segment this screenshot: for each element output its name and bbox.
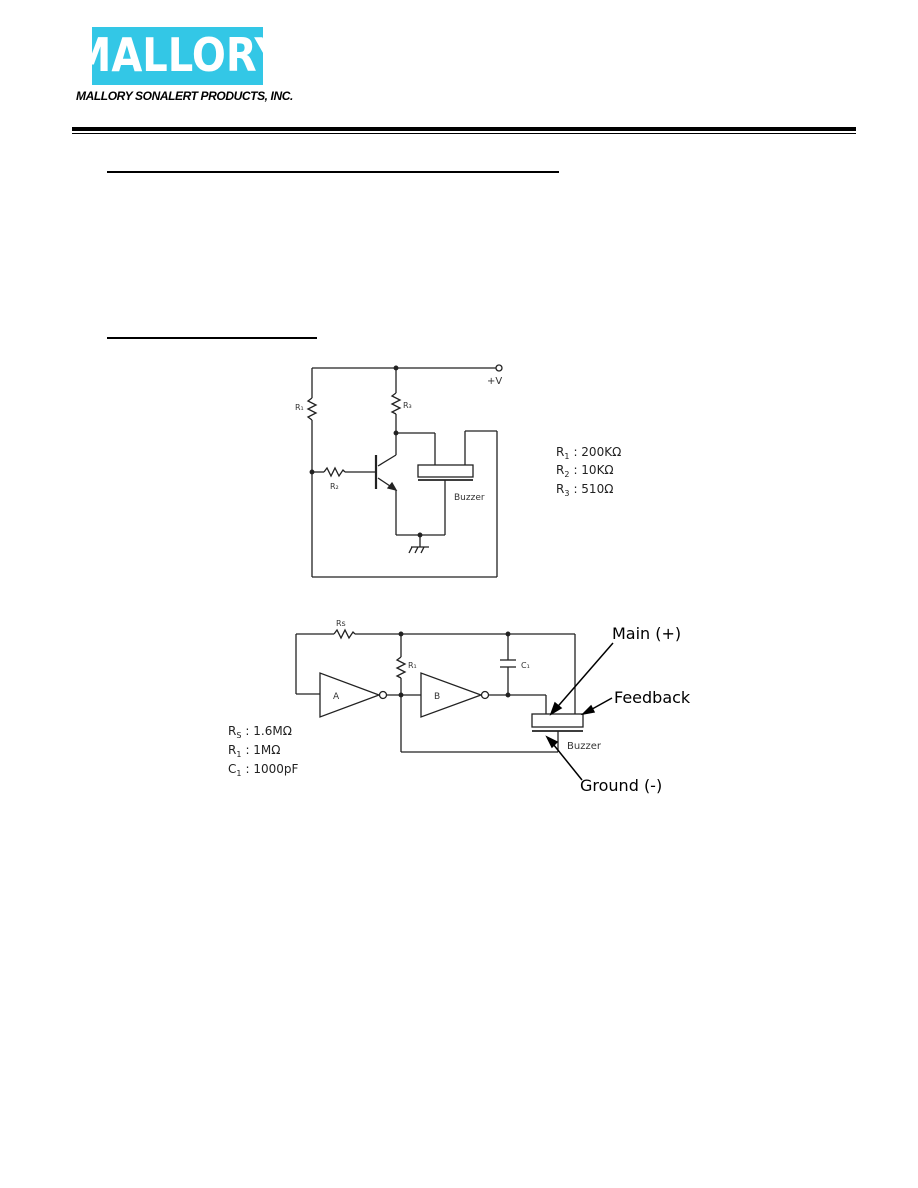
callout-main: Main (+)	[612, 624, 681, 643]
header-rule-thick	[72, 127, 856, 131]
logo-text: MALLORY	[71, 29, 284, 83]
r3-label: R₃	[403, 401, 412, 410]
value-c1: C1: 1000pF	[228, 762, 298, 778]
circuit1-value-list: R1: 200KΩ R2: 10KΩ R3: 510Ω	[556, 445, 621, 498]
section-heading-underline	[107, 171, 559, 173]
rs-label: Rs	[336, 619, 346, 628]
gate-b-label: B	[434, 692, 440, 702]
value-r1-2: R1: 1MΩ	[228, 743, 280, 759]
header-rule-thin	[72, 133, 856, 134]
buzzer-label: Buzzer	[454, 493, 485, 503]
value-r1: R1: 200KΩ	[556, 445, 621, 461]
value-r3: R3: 510Ω	[556, 482, 613, 498]
callout-ground: Ground (-)	[580, 776, 662, 795]
gate-a-label: A	[333, 692, 340, 702]
transistor-circuit	[306, 364, 503, 578]
company-name: MALLORY SONALERT PRODUCTS, INC.	[76, 89, 293, 103]
buzzer-label-2: Buzzer	[567, 741, 602, 752]
callout-feedback: Feedback	[614, 688, 691, 707]
circuit2-value-list: RS: 1.6MΩ R1: 1MΩ C1: 1000pF	[228, 724, 298, 778]
r1-label-2: R₁	[408, 661, 417, 670]
value-rs: RS: 1.6MΩ	[228, 724, 292, 740]
r2-label: R₂	[330, 482, 339, 491]
c1-label: C₁	[521, 661, 530, 670]
subsection-heading-underline	[107, 337, 317, 339]
supply-label: +V	[487, 376, 502, 387]
mallory-logo: MALLORY	[72, 27, 283, 85]
callout-arrows	[545, 642, 614, 781]
r1-label: R₁	[295, 403, 304, 412]
value-r2: R2: 10KΩ	[556, 463, 614, 479]
inverter-circuit	[295, 628, 584, 753]
